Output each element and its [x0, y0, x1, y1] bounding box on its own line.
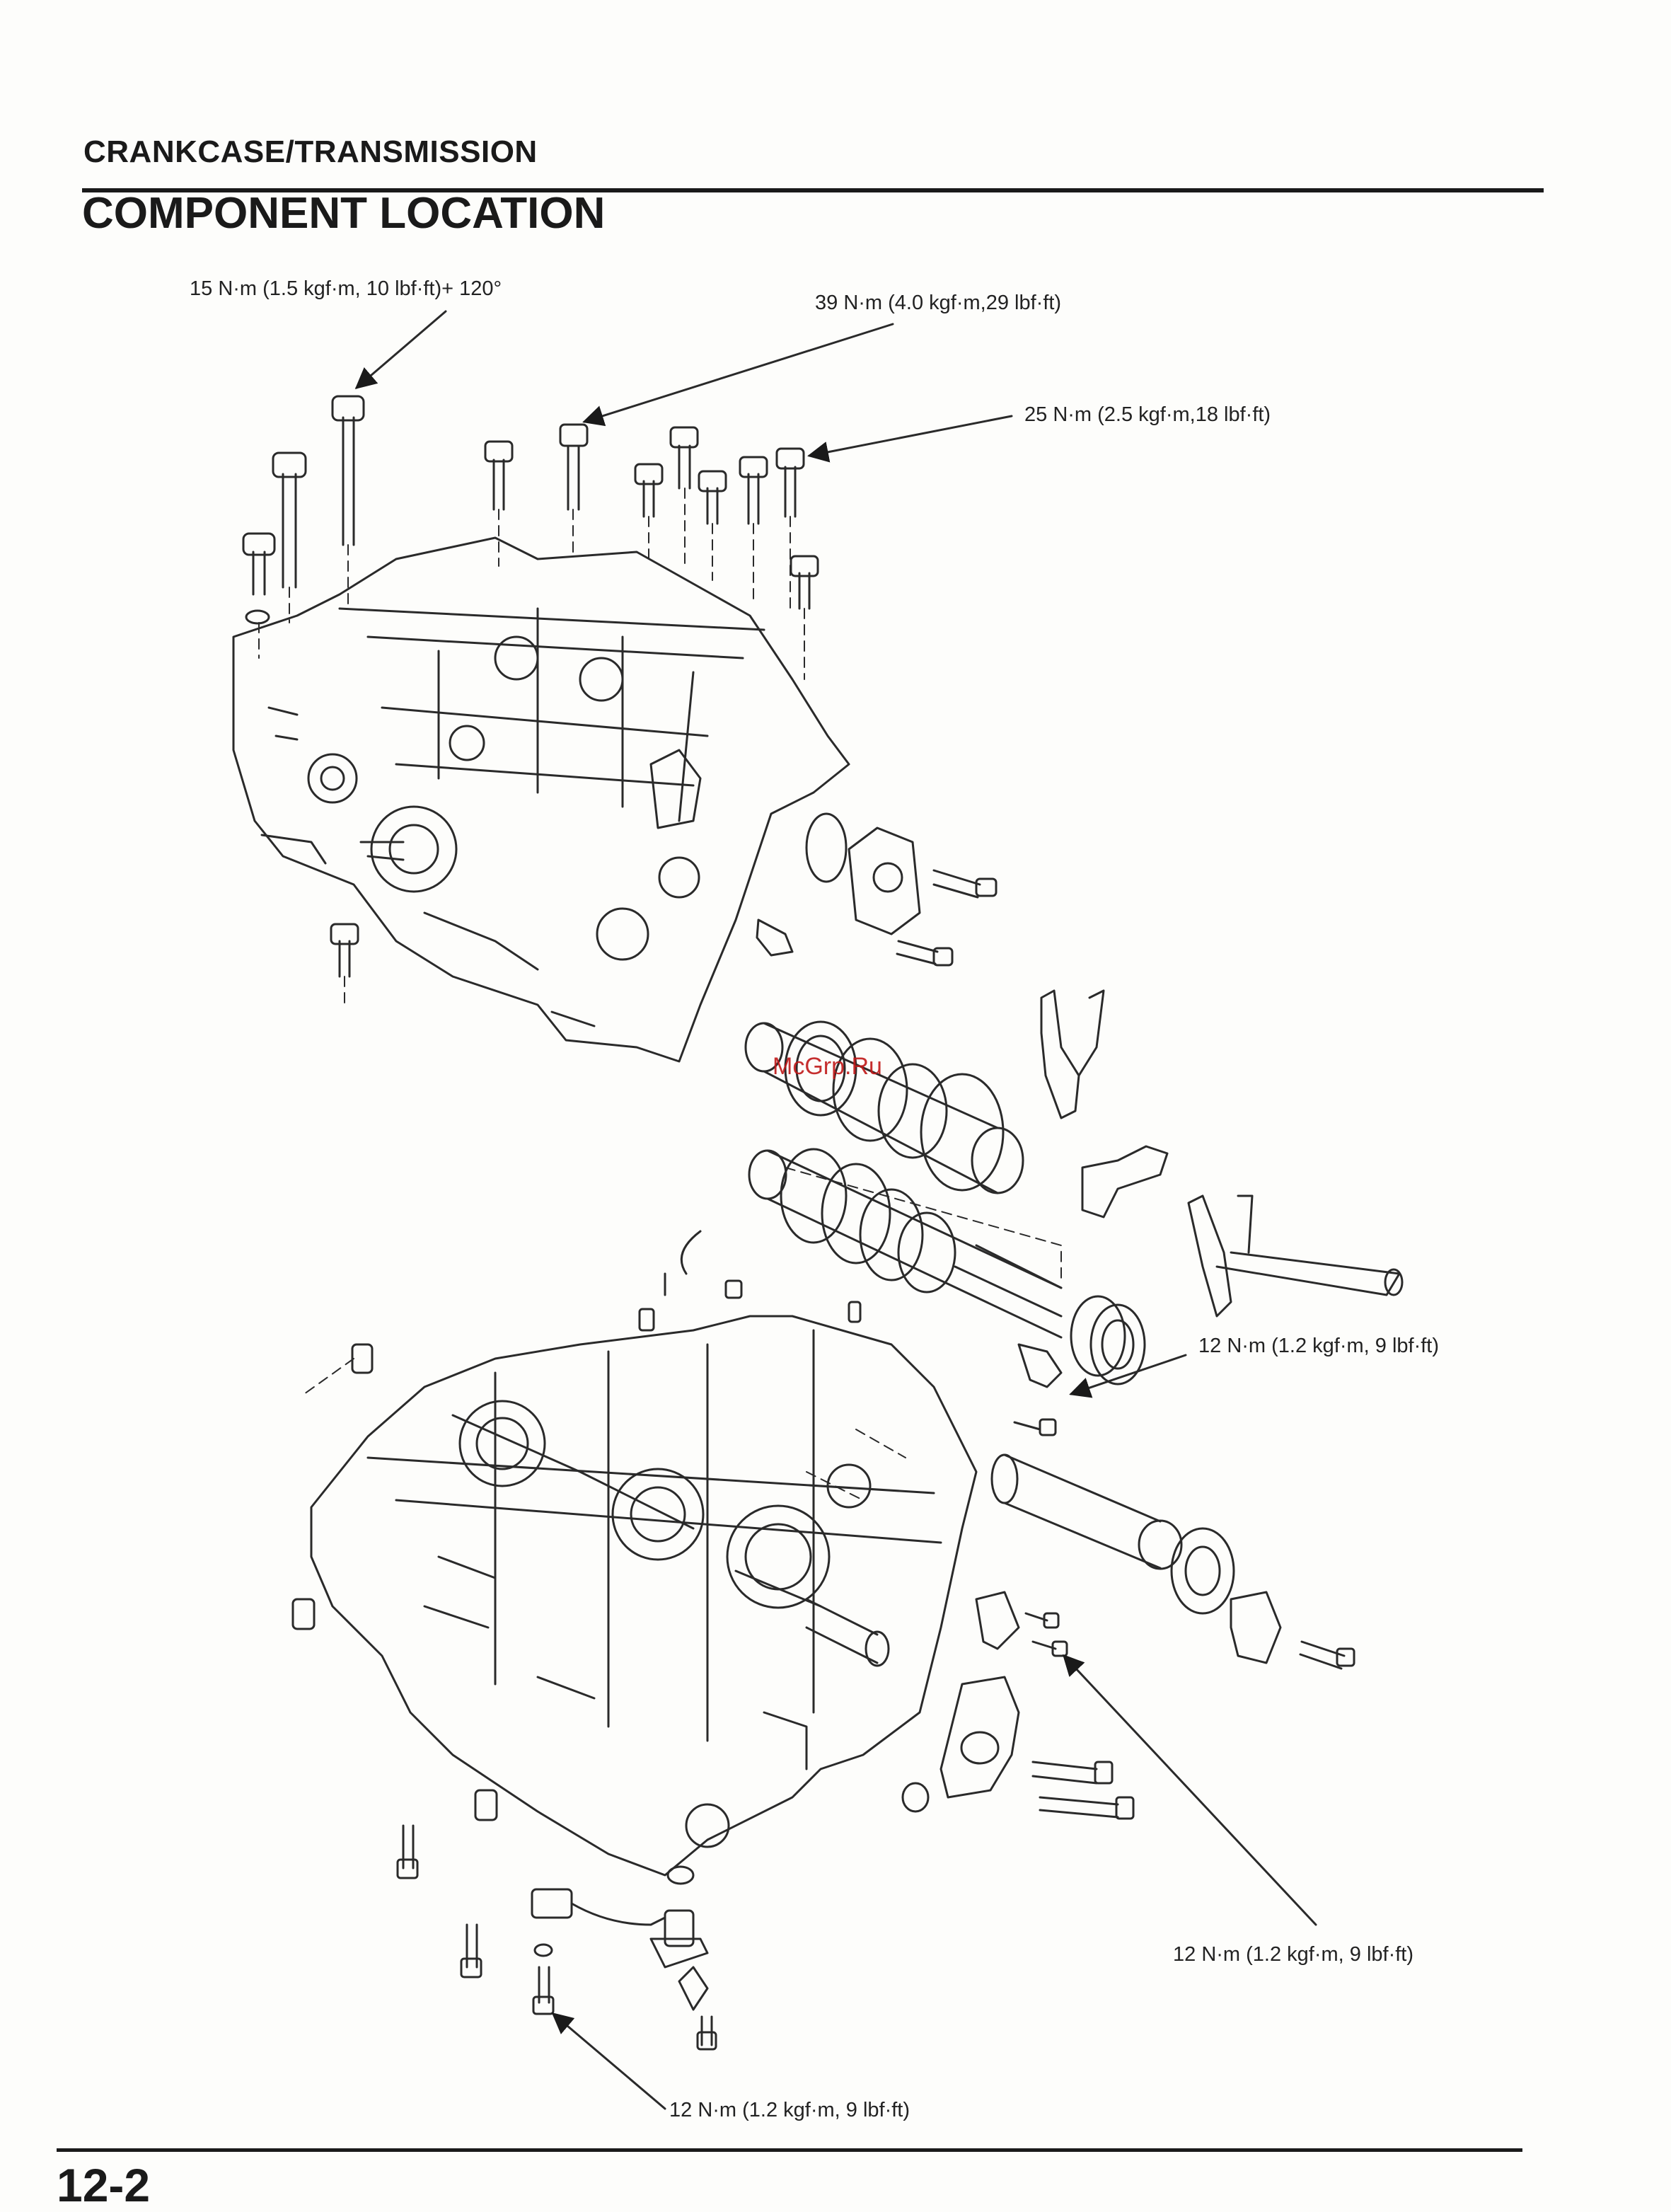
- upper-bolts: [243, 396, 818, 977]
- lower-bolts: [398, 1344, 1061, 2049]
- footer-rule: [57, 2148, 1522, 2152]
- torque-label-crankcase-bolt: 15 N·m (1.5 kgf·m, 10 lbf·ft)+ 120°: [190, 277, 502, 301]
- upper-crankcase: [233, 538, 849, 1061]
- bearing-holder: [757, 814, 996, 965]
- sensor-assembly: [532, 1867, 707, 2010]
- watermark: McGrp.Ru: [773, 1053, 882, 1081]
- leader-arrows: [357, 311, 1316, 2109]
- torque-label-joint-bolt: 12 N·m (1.2 kgf·m, 9 lbf·ft): [1173, 1943, 1413, 1966]
- joint-assembly: [903, 1677, 1133, 1819]
- dowel-pins: [293, 1231, 860, 1820]
- shift-forks: [1041, 991, 1402, 1316]
- torque-label-sensor-bolt: 12 N·m (1.2 kgf·m, 9 lbf·ft): [669, 2099, 910, 2122]
- page-number: 12-2: [57, 2158, 150, 2212]
- shift-drum: [976, 1419, 1354, 1669]
- torque-label-39nm: 39 N·m (4.0 kgf·m,29 lbf·ft): [815, 292, 1061, 315]
- torque-label-shift-drum-bolt: 12 N·m (1.2 kgf·m, 9 lbf·ft): [1198, 1335, 1439, 1358]
- alignment-lines: [259, 488, 1061, 1500]
- transmission-countershaft: [749, 1149, 1145, 1384]
- lower-crankcase: [311, 1316, 976, 1875]
- torque-label-25nm: 25 N·m (2.5 kgf·m,18 lbf·ft): [1024, 403, 1271, 427]
